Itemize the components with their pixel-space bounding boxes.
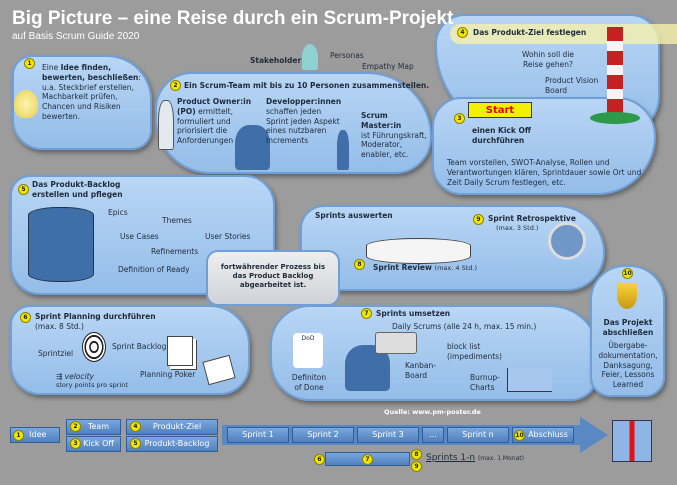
step10-closing-panel	[590, 265, 665, 397]
step3-text: Team vorstellen, SWOT-Analyse, Rollen un…	[447, 158, 642, 187]
continuous-process-text: fortwährender Prozess bis das Product Ba…	[220, 263, 326, 290]
timeline-sprint-3: Sprint 3	[357, 427, 419, 443]
sprint-cycle-num-6: 6	[314, 454, 325, 465]
stakeholder-label: Stakeholder	[250, 56, 302, 65]
step6-duration: (max. 8 Std.)	[35, 322, 84, 331]
timeline-arrow-head	[580, 417, 608, 453]
step10-title: Das Projekt abschließen	[602, 318, 654, 337]
developers-group-icon	[235, 125, 270, 170]
backlog-item-themes: Themes	[162, 216, 192, 225]
timeline-abschluss: Abschluss	[512, 427, 574, 443]
step4-title: Das Produkt-Ziel festlegen	[473, 28, 587, 37]
step-number-1: 1	[24, 58, 35, 69]
step-number-3: 3	[454, 113, 465, 124]
sprint-cycle-num-7: 7	[362, 454, 373, 465]
timeline-produkt-backlog: Produkt-Backlog	[126, 436, 218, 452]
timeline-num-4: 4	[130, 421, 141, 432]
empathy-map-label: Empathy Map	[362, 62, 414, 71]
gift-box-icon	[612, 420, 652, 462]
planning-poker-label: Planning Poker	[140, 370, 196, 379]
timeline-sprint-n: Sprint n	[447, 427, 509, 443]
timeline-sprint-2: Sprint 2	[292, 427, 354, 443]
step4-question: Wohin soll die Reise gehen?	[521, 50, 575, 69]
step-number-7: 7	[361, 308, 372, 319]
scrum-master-figure-icon	[337, 130, 349, 170]
step-number-8: 8	[354, 259, 365, 270]
daily-scrums-label: Daily Scrums (alle 24 h, max. 15 min.)	[392, 322, 537, 331]
sprints-1-n-label: Sprints 1-n (max. 1 Monat)	[426, 453, 524, 463]
trophy-icon	[617, 283, 637, 309]
continuous-process-box	[206, 250, 340, 306]
velocity-label: ⇶ velocity	[56, 372, 94, 381]
step-number-10: 10	[622, 268, 633, 279]
documents-icon	[167, 336, 193, 366]
backlog-item-use-cases: Use Cases	[120, 232, 159, 241]
backlog-item-user-stories: User Stories	[205, 232, 251, 241]
sprint-retrospective-title: Sprint Retrospektive	[488, 214, 576, 223]
page-subtitle: auf Basis Scrum Guide 2020	[12, 31, 140, 42]
product-owner-text: Product Owner:in (PO) ermittelt, formuli…	[177, 97, 252, 145]
backlog-item-definition-of-ready: Definition of Ready	[118, 265, 190, 274]
burnup-chart-icon	[507, 368, 552, 392]
timeline-num-3: 3	[70, 438, 81, 449]
burnup-charts-label: Burnup-Charts	[470, 373, 500, 392]
lighthouse-base	[590, 112, 640, 124]
backlog-item-refinements: Refinements	[151, 247, 199, 256]
target-icon	[82, 332, 106, 362]
product-owner-figure-icon	[158, 100, 174, 150]
start-flag: Start	[468, 102, 532, 118]
database-icon	[28, 207, 94, 282]
timeline-sprint-1: Sprint 1	[227, 427, 289, 443]
sprint-retrospective-duration: (max. 3 Std.)	[496, 224, 539, 232]
step1-text: Eine Idee finden, bewerten, beschließen:…	[42, 63, 141, 121]
sprints-auswerten-title: Sprints auswerten	[315, 211, 393, 220]
step6-title: Sprint Planning durchführen	[35, 312, 156, 321]
step2-team-panel	[155, 72, 432, 174]
timeline-sprint-ellipsis: ...	[422, 427, 444, 443]
page-title: Big Picture – eine Reise durch ein Scrum…	[12, 8, 454, 29]
definition-of-done-label: Definiton of Done	[291, 373, 327, 392]
magnifier-icon	[548, 222, 586, 260]
lightbulb-icon	[14, 90, 38, 118]
kanban-board-icon	[375, 332, 417, 354]
timeline-num-2: 2	[70, 421, 81, 432]
step-number-9: 9	[473, 214, 484, 225]
timeline-num-5: 5	[130, 438, 141, 449]
step3-title: einen Kick Off durchführen	[472, 126, 531, 145]
velocity-arrows-icon: ⇶	[56, 372, 65, 381]
product-vision-board-label: Product Vision Board	[545, 76, 599, 95]
sprint-cycle-num-9: 9	[411, 461, 422, 472]
sprint-goal-label: Sprintziel	[38, 349, 74, 358]
step-number-4: 4	[457, 27, 468, 38]
block-list-label: block list (impediments)	[447, 342, 502, 361]
timeline-num-1: 1	[13, 430, 24, 441]
timeline-num-10: 10	[514, 430, 525, 441]
kanban-board-label: Kanban-Board	[405, 361, 436, 380]
source-label: Quelle: www.pm-poster.de	[384, 408, 481, 416]
review-table-icon	[366, 238, 471, 264]
step7-title: Sprints umsetzen	[376, 309, 451, 318]
step-number-2: 2	[170, 80, 181, 91]
sprint-review-label: Sprint Review (max. 4 Std.)	[373, 263, 477, 272]
personas-label: Personas	[330, 51, 364, 60]
step-number-6: 6	[20, 312, 31, 323]
lighthouse-icon	[607, 27, 623, 119]
backlog-item-epics: Epics	[108, 208, 128, 217]
dod-document-icon: DoD	[293, 333, 323, 368]
velocity-subtitle: story points pro sprint	[56, 381, 128, 389]
step-number-5: 5	[18, 184, 29, 195]
step10-text: Übergabe-dokumentation, Danksagung, Feie…	[598, 341, 658, 389]
stakeholder-figure-icon	[302, 44, 318, 70]
timeline-produkt-ziel: Produkt-Ziel	[126, 419, 218, 435]
sprint-cycle-num-8: 8	[411, 449, 422, 460]
sprint-backlog-label: Sprint Backlog	[112, 342, 167, 351]
step2-title: Ein Scrum-Team mit bis zu 10 Personen zu…	[184, 81, 430, 90]
step5-title: Das Produkt-Backlog erstellen und pflege…	[32, 180, 123, 199]
